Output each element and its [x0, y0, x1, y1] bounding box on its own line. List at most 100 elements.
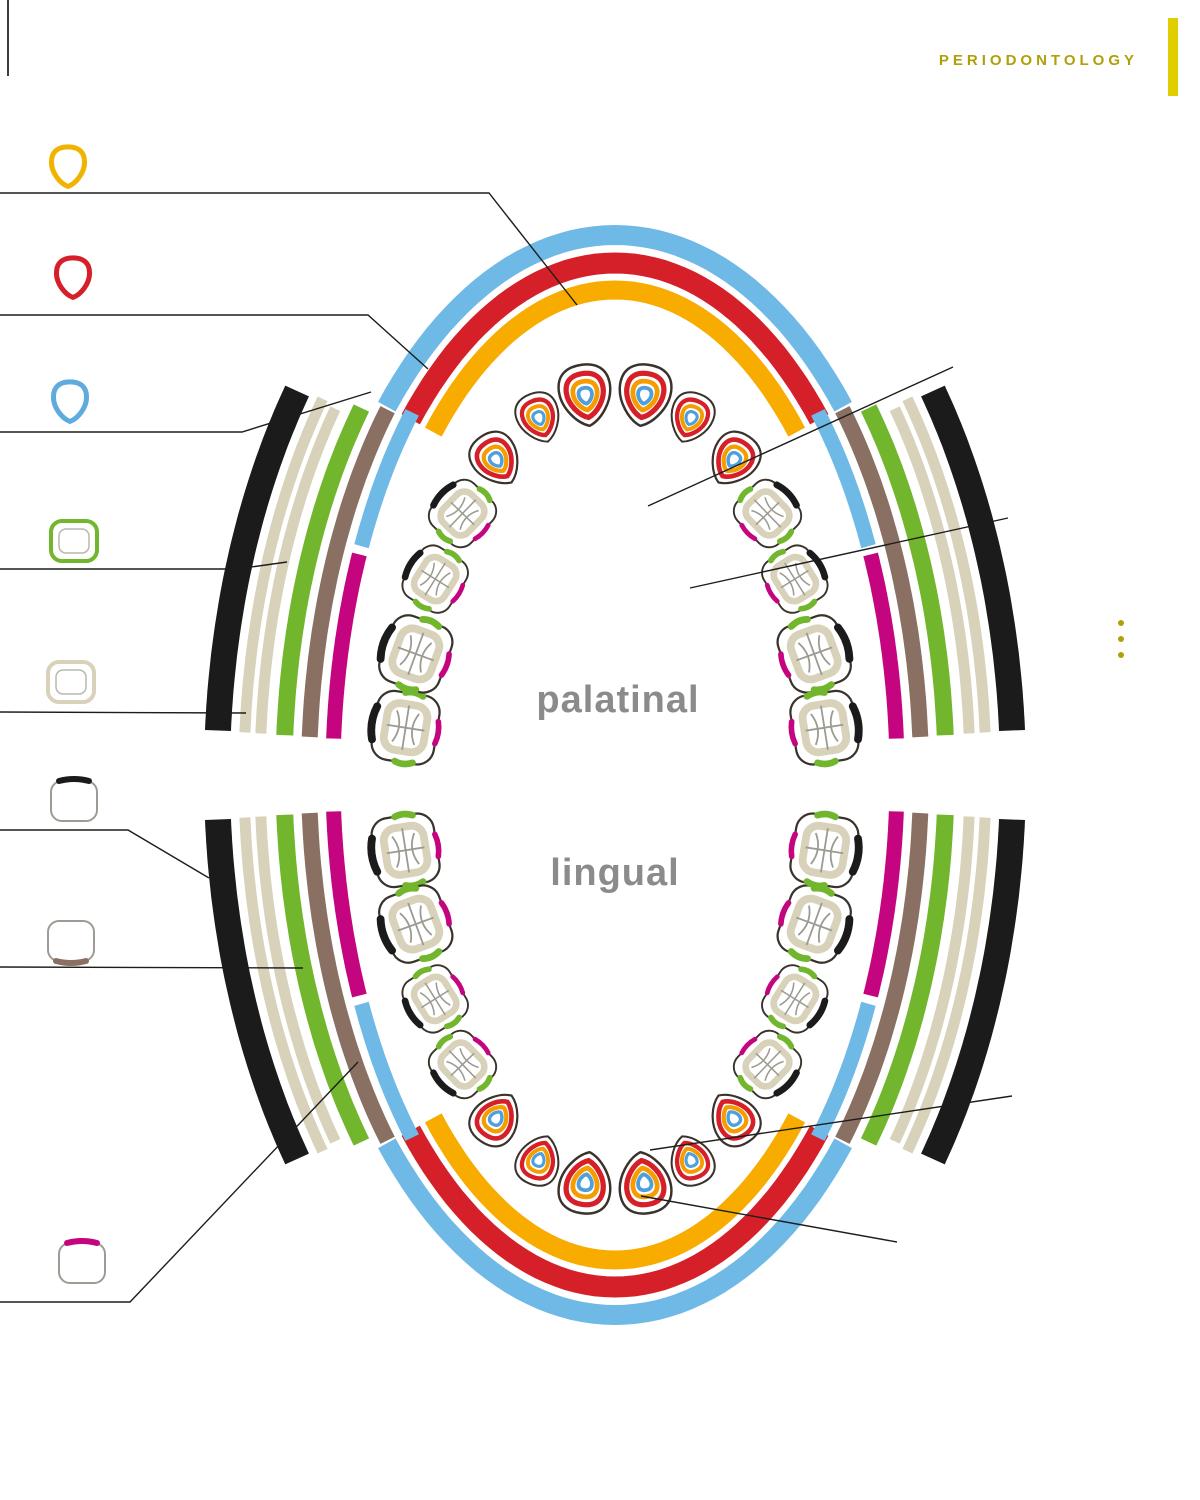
legend-incisor-shape [48, 144, 88, 189]
leader-blue [0, 391, 372, 433]
legend-layer [46, 144, 106, 1284]
arc-green-segment [276, 814, 370, 1146]
incisor-ring-red [716, 1099, 756, 1141]
arc-magenta-segment [326, 552, 367, 739]
upper-tooth-8 [618, 363, 673, 428]
legend-molar-accent-edge [64, 1238, 100, 1246]
incisor-ring-orange [525, 404, 551, 432]
molar-black-edge [834, 915, 854, 955]
molar-magenta-patch [472, 522, 491, 542]
incisor-ring-orange [481, 1105, 509, 1134]
molar-green-patch [435, 528, 454, 545]
molar-cream-patch [379, 821, 432, 879]
molar-green-patch [443, 548, 463, 564]
incisor-ring-blue [531, 410, 546, 426]
molar-grooves [779, 982, 811, 1016]
lower-tooth-7 [557, 1150, 612, 1215]
upper-tooth-12 [761, 544, 829, 614]
molar-green-patch [776, 1033, 795, 1050]
molar-green-patch [391, 757, 416, 768]
molar-green-patch [803, 688, 828, 700]
molar-cream-patch [410, 553, 460, 605]
molar-magenta-patch [788, 718, 798, 747]
incisor-ring-blue [726, 1110, 743, 1128]
molar-cream-patch [379, 699, 432, 757]
lower-tooth-4 [427, 1029, 498, 1100]
arc-beige-segment [889, 406, 975, 734]
lower-tooth-5 [468, 1093, 519, 1148]
incisor-ring-orange [570, 378, 600, 413]
molar-green-patch [814, 810, 839, 821]
incisor-ring-red [563, 1157, 606, 1208]
molar-magenta-patch [778, 900, 792, 927]
upper-tooth-14 [788, 688, 863, 768]
molar-magenta-patch [764, 974, 780, 996]
arc-brown-segment [301, 406, 395, 738]
leader-yellow [0, 192, 578, 306]
molar-cream-patch [437, 488, 488, 539]
incisor-ring-orange [679, 1146, 705, 1174]
leader-black [0, 829, 210, 879]
arc-black-segment [921, 818, 1025, 1165]
molar-cream-patch [388, 894, 444, 954]
molar-grooves [419, 562, 451, 596]
upper-tooth-9 [670, 391, 716, 443]
molar-magenta-patch [450, 974, 466, 996]
lower-tooth-11 [732, 1029, 803, 1100]
molar-black-edge [401, 997, 424, 1029]
legend-icon-yellow-incisor [48, 144, 88, 189]
arc-blue-segment [811, 1001, 876, 1141]
molar-cream-patch [770, 553, 820, 605]
upper-tooth-2 [376, 614, 454, 694]
legend-icon-black-molar [50, 776, 98, 822]
molar-black-edge [430, 1069, 457, 1097]
arc-magenta-segment [326, 811, 367, 998]
molar-green-patch [767, 1014, 787, 1030]
upper-tooth-5 [468, 430, 519, 485]
incisor-ring-orange [570, 1165, 600, 1200]
molar-green-patch [787, 948, 811, 963]
molar-grooves [446, 497, 479, 530]
incisor-ring-blue [531, 1152, 546, 1168]
incisor-ring-orange [630, 1165, 660, 1200]
molar-grooves [386, 705, 425, 750]
incisor-ring-orange [481, 444, 509, 473]
molar-green-patch [767, 548, 787, 564]
legend-molar-shape [49, 519, 99, 563]
molar-green-patch [391, 810, 416, 821]
incisor-ring-red [716, 437, 756, 479]
arc-blue-segment [378, 1138, 852, 1326]
arc-black-segment [921, 385, 1025, 732]
molar-grooves [805, 705, 844, 750]
legend-molar-inner-line [55, 669, 87, 695]
legend-icon-magenta-molar [58, 1238, 106, 1284]
legend-icon-blue-incisor [50, 379, 90, 424]
molar-black-edge [806, 997, 829, 1029]
legend-molar-shape [47, 920, 95, 962]
upper-tooth-1 [367, 688, 442, 768]
molar-grooves [779, 562, 811, 596]
arc-beige-segment [902, 817, 991, 1154]
molar-magenta-patch [432, 831, 442, 860]
molar-grooves [397, 902, 434, 946]
incisor-ring-red [474, 1099, 514, 1141]
molar-black-edge [834, 623, 854, 663]
leader-red [0, 314, 429, 370]
incisor-ring-orange [721, 1105, 749, 1134]
molar-cream-patch [410, 973, 460, 1025]
incisor-ring-blue [576, 385, 594, 406]
side-dot [1118, 636, 1124, 642]
molar-magenta-patch [764, 582, 780, 604]
legend-icon-brown-molar [47, 920, 95, 966]
molar-grooves [386, 828, 425, 873]
arc-yellow-segment [424, 280, 806, 437]
side-dot [1118, 652, 1124, 658]
molar-magenta-patch [432, 718, 442, 747]
annotation-line-lower-right-2 [640, 1195, 898, 1243]
molar-green-patch [443, 1014, 463, 1030]
upper-tooth-6 [514, 391, 560, 443]
molar-green-patch [412, 598, 432, 612]
legend-molar-inner-line [58, 528, 90, 554]
lower-tooth-10 [711, 1093, 762, 1148]
arc-green-segment [276, 404, 370, 736]
